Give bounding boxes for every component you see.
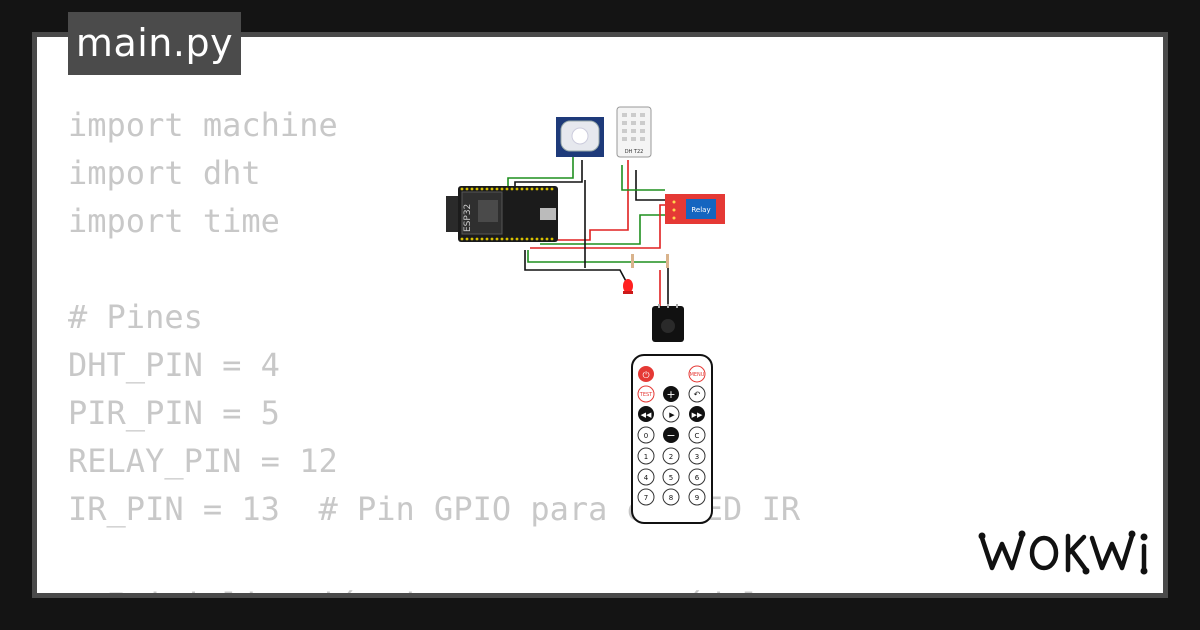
code-line: RELAY_PIN = 12: [68, 442, 338, 480]
code-line: import machine: [68, 106, 338, 144]
code-preview: import machine import dht import time # Pin…: [68, 101, 800, 593]
svg-text:◀◀: ◀◀: [641, 411, 652, 419]
ir-remote: ⏻ MENU TEST + ↶ ◀◀ ▶ ▶▶ 0 − C 1 2 3 4 5 …: [631, 354, 713, 524]
code-line: # Inicialización de sensores y módulos: [68, 581, 800, 593]
code-line: # Pines: [68, 298, 203, 336]
esp32-board: ESP32: [446, 186, 558, 242]
relay-label: Relay: [691, 206, 710, 214]
remote-key: 9: [695, 494, 699, 502]
svg-text:−: −: [666, 429, 675, 442]
code-line: import dht: [68, 154, 261, 192]
remote-key: 8: [669, 494, 673, 502]
relay-module: Relay: [665, 194, 725, 224]
code-line: DHT_PIN = 4: [68, 346, 280, 384]
svg-text:↶: ↶: [693, 390, 701, 399]
remote-key: 4: [644, 474, 649, 482]
esp32-label: ESP32: [463, 204, 473, 232]
dht-label: DH T22: [625, 149, 644, 155]
pir-sensor: [556, 117, 604, 157]
remote-menu-label: MENU: [690, 372, 705, 378]
remote-key: 3: [695, 453, 699, 461]
file-tab[interactable]: main.py: [68, 12, 241, 75]
dht22-sensor: DH T22: [616, 106, 652, 158]
remote-key: 2: [669, 453, 673, 461]
remote-key: 0: [644, 432, 648, 440]
led-resistors: [623, 254, 669, 294]
code-line: import time: [68, 202, 280, 240]
remote-key: 1: [644, 453, 648, 461]
svg-text:+: +: [666, 388, 675, 401]
remote-key: 7: [644, 494, 648, 502]
svg-text:▶▶: ▶▶: [692, 411, 703, 419]
remote-key: 6: [695, 474, 700, 482]
remote-key: C: [695, 432, 700, 440]
code-line: PIR_PIN = 5: [68, 394, 280, 432]
wokwi-logo: [978, 530, 1148, 575]
remote-test-label: TEST: [639, 392, 653, 398]
svg-text:▶: ▶: [669, 411, 675, 419]
remote-key: 5: [669, 474, 673, 482]
wires: [507, 155, 669, 308]
svg-text:⏻: ⏻: [642, 370, 649, 381]
ir-receiver: [652, 304, 684, 342]
